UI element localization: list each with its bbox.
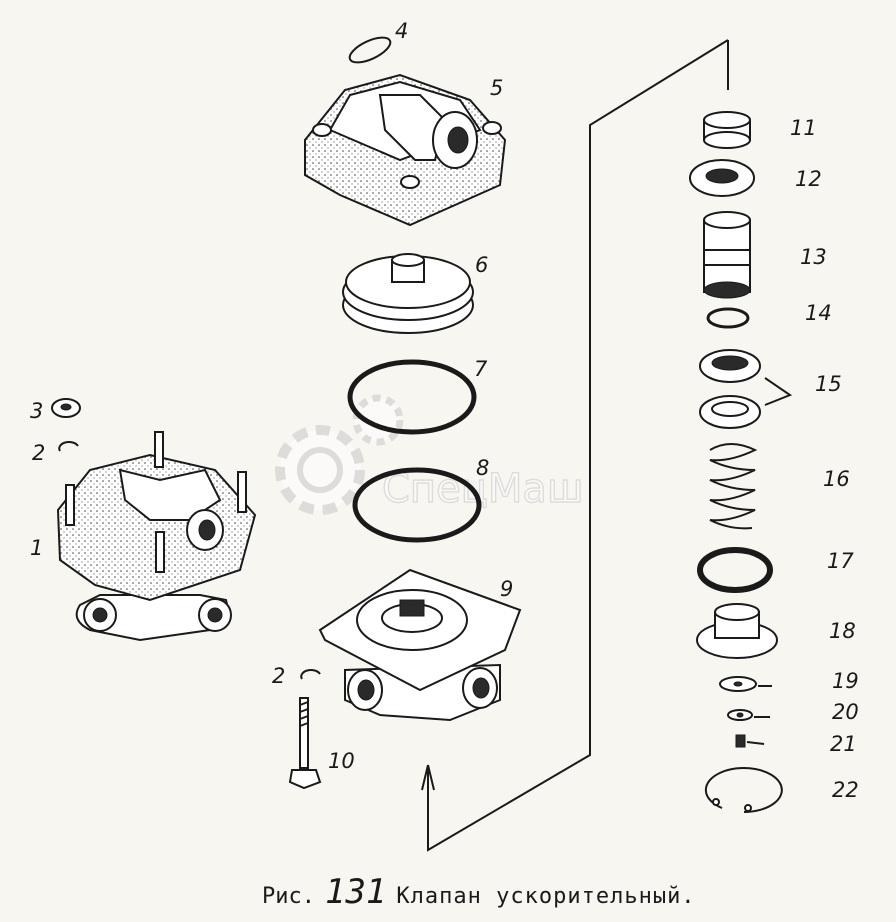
label-11: 11	[790, 116, 817, 140]
part-3-nut	[51, 398, 81, 418]
part-20-washer	[727, 709, 770, 721]
part-10-bolt	[288, 697, 322, 790]
watermark-gear-icon	[275, 394, 404, 515]
part-18-valve-seat	[696, 603, 778, 659]
label-3: 3	[30, 399, 43, 423]
part-2-snap-ring-second	[300, 669, 321, 680]
caption-number: 131	[324, 872, 387, 912]
watermark-text: СпецМаш	[382, 466, 584, 512]
label-20: 20	[832, 700, 859, 724]
label-16: 16	[823, 467, 850, 491]
part-21-screw	[735, 734, 765, 748]
part-6-piston	[342, 253, 474, 334]
label-4: 4	[395, 19, 408, 43]
label-8: 8	[476, 456, 489, 480]
part-14-o-ring	[706, 307, 750, 329]
part-8-ring	[352, 467, 482, 543]
part-5-cover	[304, 73, 507, 227]
part-13-valve-sleeve	[703, 211, 751, 299]
part-labels: 1 2 3 4 5 6 7 8 9 10 11 12 13 14 15 16 1…	[30, 19, 859, 802]
label-10: 10	[328, 749, 355, 773]
label-5: 5	[490, 76, 503, 100]
caption-prefix: Рис.	[262, 884, 315, 909]
label-14: 14	[805, 301, 832, 325]
label-6: 6	[475, 253, 488, 277]
part-17-ring	[697, 547, 773, 593]
label-1: 1	[30, 536, 43, 560]
caption-title: Клапан ускорительный.	[396, 884, 696, 909]
part-1-valve-assembly	[56, 431, 257, 642]
label-17: 17	[827, 549, 854, 573]
part-7-ring	[347, 359, 477, 435]
figure-caption: Рис. 131 Клапан ускорительный.	[262, 872, 696, 912]
label-12: 12	[795, 167, 822, 191]
label-15: 15	[815, 372, 842, 396]
assembly-leader-lines	[421, 39, 729, 852]
label-2-second: 2	[272, 664, 285, 688]
label-13: 13	[800, 245, 827, 269]
label-21: 21	[830, 732, 857, 756]
part-11-bushing	[703, 111, 751, 149]
label-18: 18	[829, 619, 856, 643]
label-22: 22	[832, 778, 859, 802]
label-2: 2	[32, 441, 45, 465]
part-19-washer	[719, 676, 772, 692]
part-16-spring	[709, 443, 758, 530]
part-9-body	[318, 568, 522, 722]
label-9: 9	[500, 577, 513, 601]
watermark: СпецМаш	[275, 394, 584, 515]
part-12-washer	[689, 159, 755, 197]
part-4-o-ring	[348, 36, 392, 64]
part-2-snap-ring	[58, 441, 79, 452]
label-7: 7	[474, 357, 488, 381]
part-22-retaining-ring	[704, 767, 783, 813]
part-15-seal-pair	[699, 349, 793, 429]
label-19: 19	[832, 669, 859, 693]
